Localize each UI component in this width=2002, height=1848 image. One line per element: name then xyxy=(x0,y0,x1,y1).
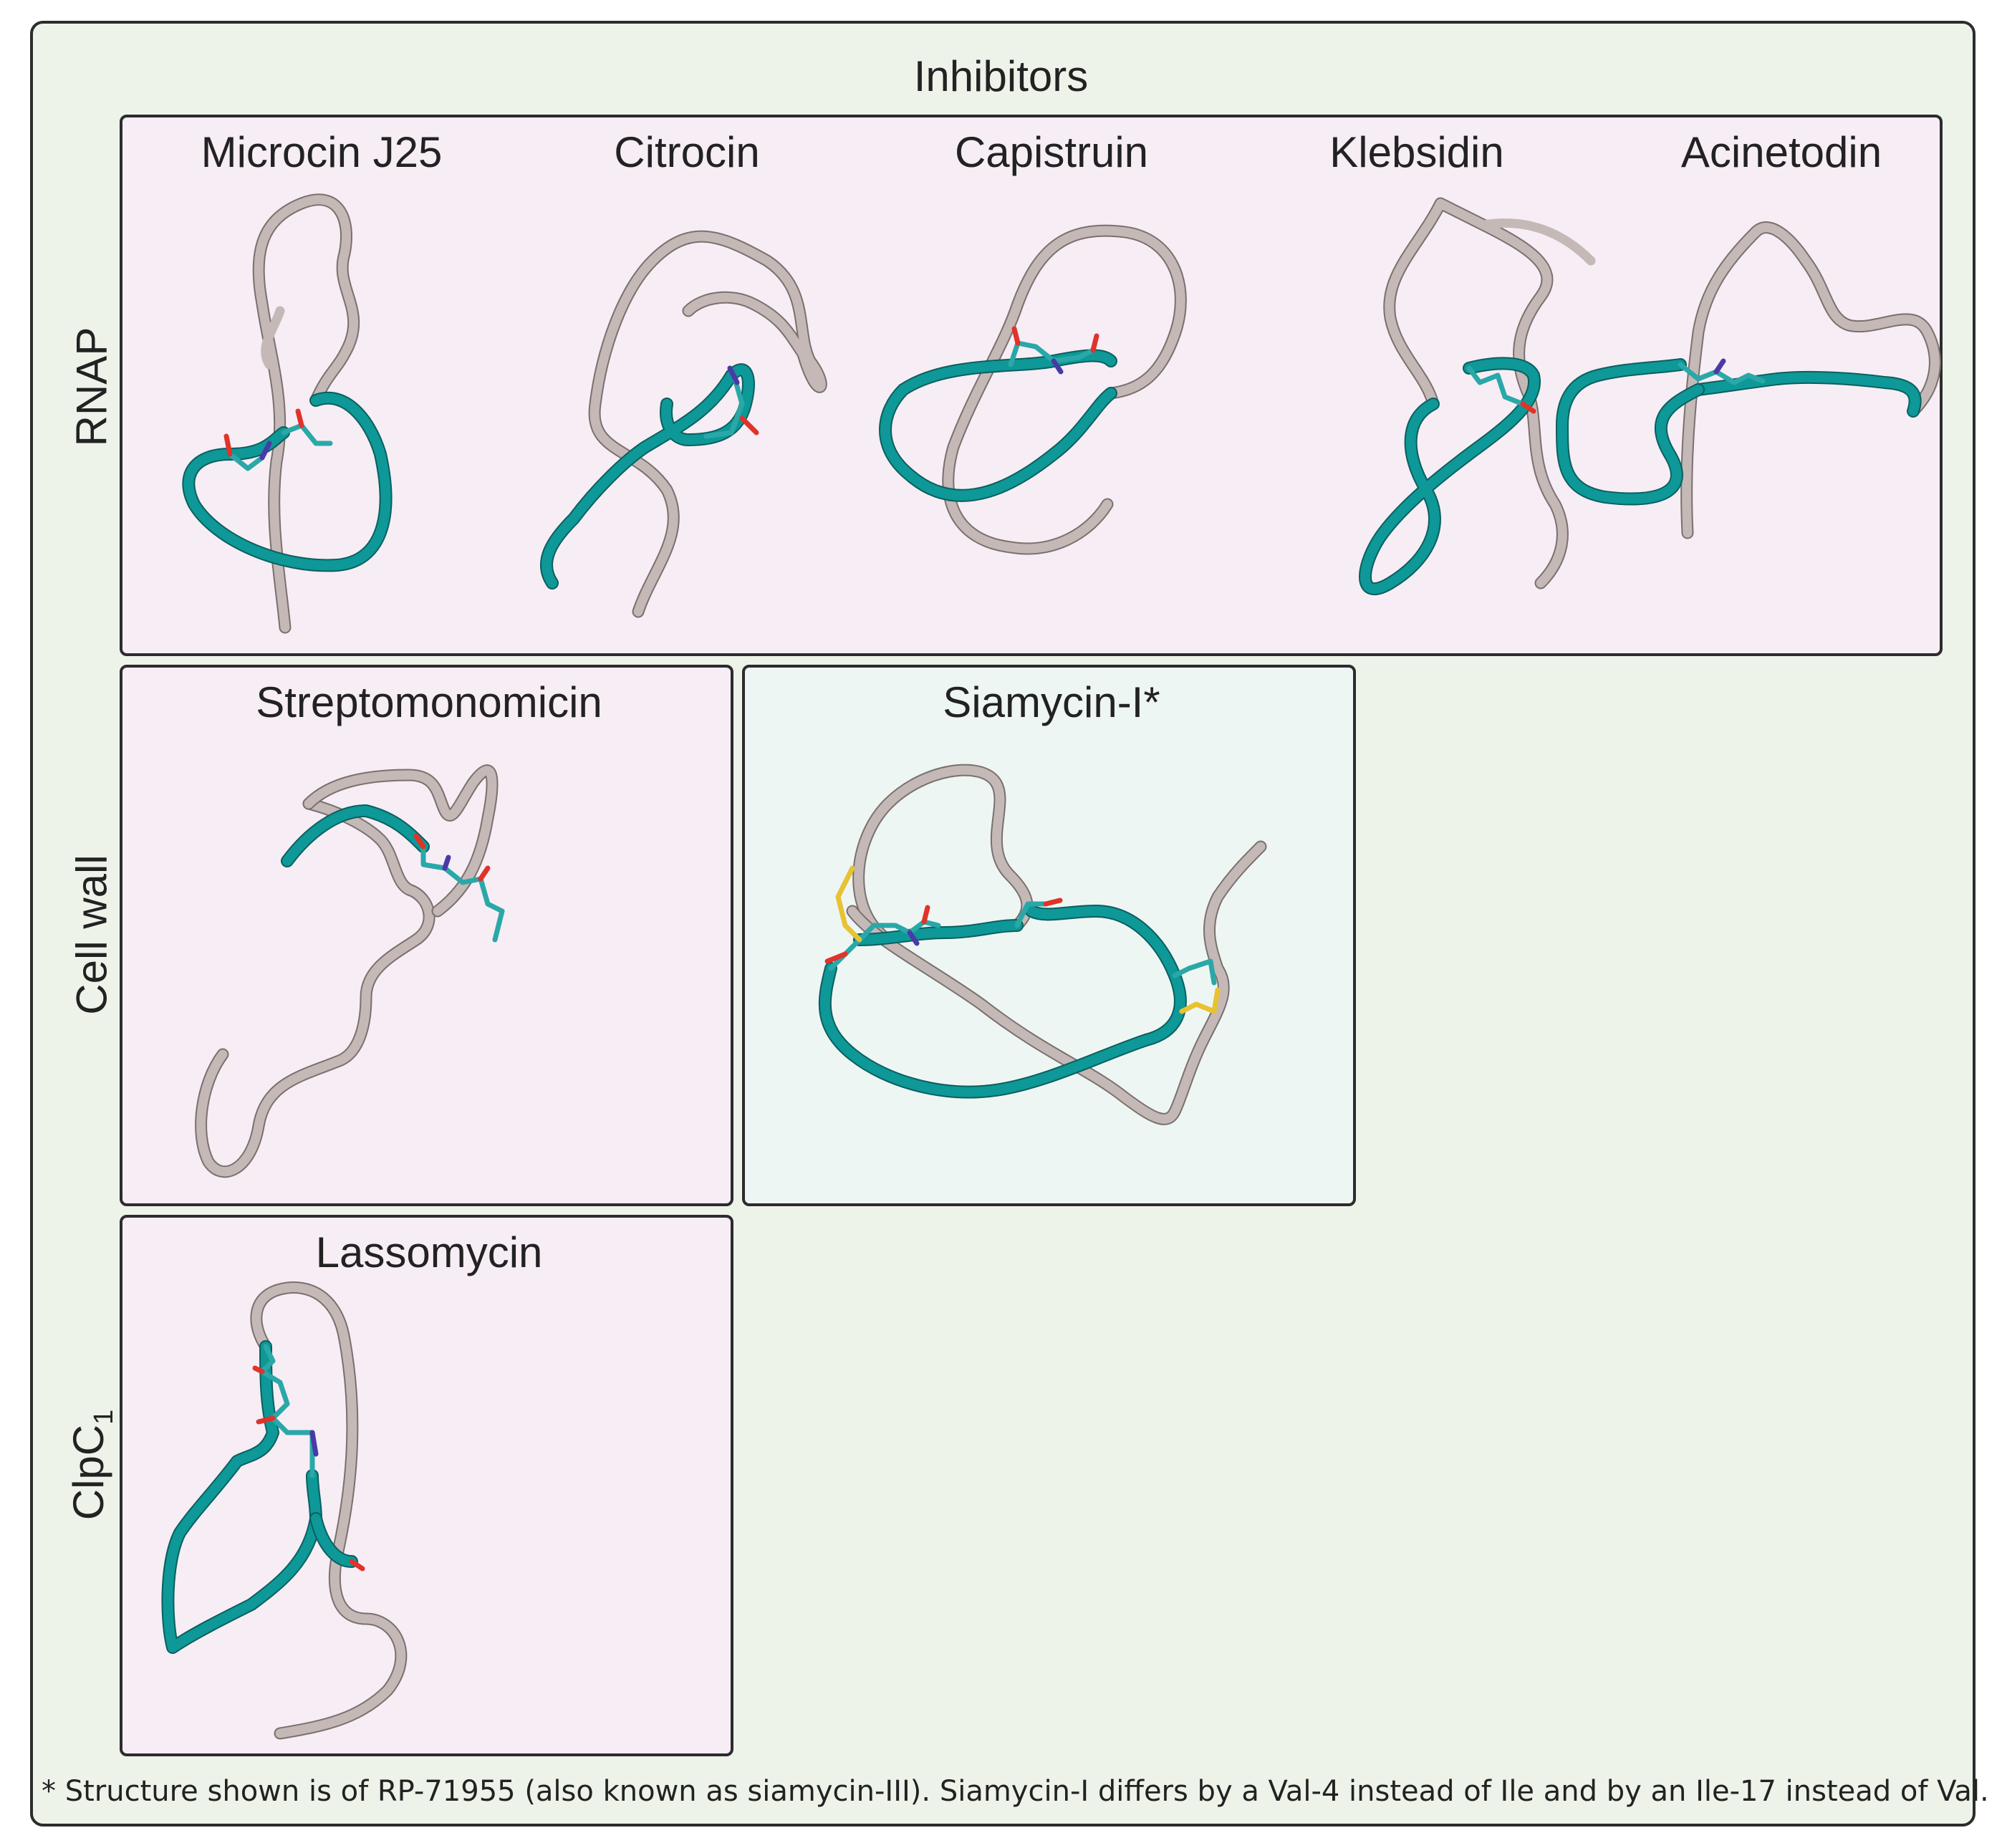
row-label-clpc1-text: ClpC xyxy=(64,1424,112,1521)
lassomycin-panel: Lassomycin xyxy=(120,1215,733,1756)
title-streptomonomicin: Streptomonomicin xyxy=(256,678,602,726)
row-label-rnap: RNAP xyxy=(67,327,116,447)
microcin-j25-structure xyxy=(182,193,393,634)
acinetodin-structure xyxy=(1556,221,1941,539)
citrocin-structure xyxy=(539,230,827,618)
title-siamycin-i: Siamycin-I* xyxy=(943,678,1160,726)
row-label-clpc1: ClpC1 xyxy=(64,1410,120,1521)
streptomonomicin-structure xyxy=(122,668,505,1178)
title-capistruin: Capistruin xyxy=(954,128,1149,176)
inhibitors-header: Inhibitors xyxy=(913,52,1089,100)
title-acinetodin: Acinetodin xyxy=(1680,128,1882,176)
klebsidin-structure xyxy=(1359,197,1596,595)
row-label-cell-wall: Cell wall xyxy=(67,855,116,1015)
rnap-panel: Microcin J25 Citrocin Capistruin Klebsid… xyxy=(120,115,1943,656)
capistruin-structure xyxy=(879,224,1187,555)
title-citrocin: Citrocin xyxy=(614,128,760,176)
title-microcin-j25: Microcin J25 xyxy=(201,128,443,176)
title-lassomycin: Lassomycin xyxy=(315,1228,543,1276)
streptomonomicin-panel: Streptomonomicin xyxy=(120,665,733,1206)
siamycin-i-structure xyxy=(818,764,1267,1125)
row-label-clpc1-subscript: 1 xyxy=(89,1409,119,1425)
footnote: * Structure shown is of RP-71955 (also k… xyxy=(42,1775,1989,1808)
title-klebsidin: Klebsidin xyxy=(1329,128,1504,176)
siamycin-panel: Siamycin-I* xyxy=(742,665,1356,1206)
lassomycin-structure xyxy=(161,1281,408,1740)
